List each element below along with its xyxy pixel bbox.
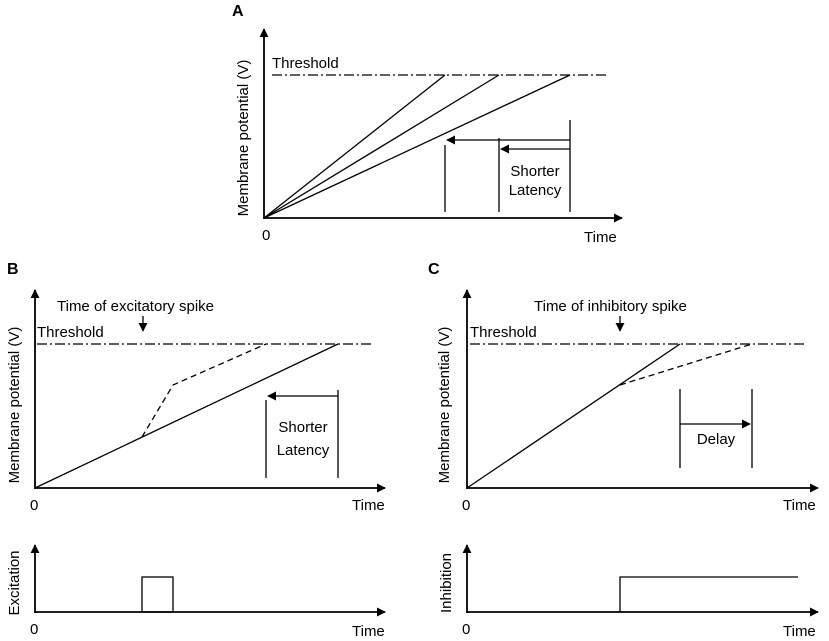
panel-c-label: C (428, 261, 440, 278)
panel-a-annotation-line-2: Latency (509, 182, 562, 199)
panel-c-sub-origin-label: 0 (462, 621, 470, 638)
panel-b-spike-label: Time of excitatory spike (57, 298, 214, 315)
panel-a-trajectory-mid (263, 74, 500, 219)
panel-c-y-label: Membrane potential (V) (436, 327, 453, 484)
panel-b-label: B (7, 261, 19, 278)
panel-a-y-label: Membrane potential (V) (235, 60, 252, 217)
panel-a-x-label: Time (584, 229, 617, 246)
panel-b-sub-origin-label: 0 (30, 621, 38, 638)
panel-b-trajectory-solid (34, 343, 339, 489)
panel-c-trajectory-dashed (619, 343, 753, 386)
panel-c-threshold-label: Threshold (470, 324, 537, 341)
panel-c: C Membrane potential (V) Time of inhibit… (428, 261, 819, 640)
panel-c-sub-x-label: Time (783, 623, 816, 640)
panel-c-trajectory-solid (466, 343, 681, 489)
panel-b-origin-label: 0 (30, 497, 38, 514)
panel-b-annotation-line-2: Latency (277, 442, 330, 459)
panel-c-spike-label: Time of inhibitory spike (534, 298, 687, 315)
panel-c-inhibition-step (619, 576, 798, 612)
panel-b-trajectory-dashed (141, 343, 267, 438)
panel-b-threshold-label: Threshold (37, 324, 104, 341)
panel-b-sub-y-label: Excitation (6, 550, 23, 615)
panel-b-sub-x-label: Time (352, 623, 385, 640)
panel-a-threshold-label: Threshold (272, 55, 339, 72)
panel-a: A Membrane potential (V) Threshold Short… (232, 3, 623, 246)
panel-a-trajectory-fast (263, 74, 446, 219)
panel-c-origin-label: 0 (462, 497, 470, 514)
panel-c-annotation: Delay (697, 431, 736, 448)
panel-b-excitation-pulse (141, 576, 174, 613)
panel-a-label: A (232, 3, 244, 20)
panel-a-trajectory-slow (263, 74, 571, 219)
panel-c-x-label: Time (783, 497, 816, 514)
panel-b-annotation-line-1: Shorter (278, 419, 327, 436)
panel-b-x-label: Time (352, 497, 385, 514)
panel-c-sub-y-label: Inhibition (438, 553, 455, 613)
panel-b: B Membrane potential (V) Time of excitat… (6, 261, 386, 640)
panel-a-annotation-line-1: Shorter (510, 163, 559, 180)
panel-b-y-label: Membrane potential (V) (6, 327, 23, 484)
panel-a-origin-label: 0 (262, 227, 270, 244)
